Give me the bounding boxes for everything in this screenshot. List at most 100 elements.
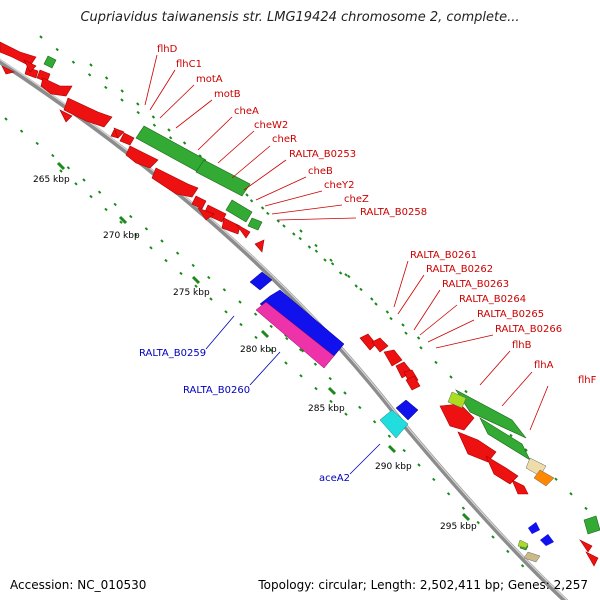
tick-dot [402,448,406,453]
tick-dot [113,202,117,207]
tick-dot [104,85,108,90]
tick-dot [4,117,8,121]
gene-RALTA_B0266 [405,375,421,391]
gene-orange [533,469,555,487]
tick-dot [401,323,405,327]
gene-red-small-d [197,207,215,221]
label-RALTA_B0266: RALTA_B0266 [495,324,562,335]
tick-dot [269,348,273,352]
reverse-genes[interactable] [249,271,554,546]
scale-label-290: 290 kbp [375,462,412,472]
gene-lime-small [517,539,529,549]
tick-dot [404,331,408,335]
tick-dot [358,405,362,410]
red-gene-labels[interactable]: flhD flhC1 motA motB cheA cheW2 cheR RAL… [157,44,597,386]
gene-green-block-2 [195,159,251,197]
tick-dot [314,243,318,248]
tick-dot [82,178,86,182]
label-RALTA_B0253: RALTA_B0253 [289,149,356,160]
tick-dot [520,564,525,568]
misc-genes[interactable] [447,391,555,563]
gene-flhD-arrowhead [1,65,15,75]
tick-dot [417,463,421,467]
label-RALTA_B0264: RALTA_B0264 [459,294,526,305]
tick-dot [491,535,495,539]
tick-dot [298,236,302,241]
tick-dot [119,220,123,224]
label-RALTA_B0263: RALTA_B0263 [442,279,509,290]
tick-dot [239,322,243,327]
label-flhA: flhA [534,360,554,371]
gene-flhA [457,431,497,463]
tick-dot [299,374,303,378]
tick-dot [209,297,213,301]
tick-dot [149,246,153,250]
tick-dot [35,141,39,146]
tick-dot [74,182,78,186]
tick-dot [207,275,211,280]
gene-green-tail [583,515,600,535]
tick-dot [329,258,333,262]
gene-RALTA_B0259-arrow [249,271,273,291]
scale-label-275: 275 kbp [173,288,210,298]
label-RALTA_B0262: RALTA_B0262 [426,264,493,275]
gene-RALTA_B0259 [259,289,345,357]
red-leader-lines [144,54,549,431]
gene-RALTA_B0253 [125,145,159,169]
gene-blue-small-a [395,399,419,421]
tick-dot [524,448,528,452]
gene-RALTA_B0263 [383,349,403,367]
gene-cheR [119,132,135,146]
tick-dot [330,262,335,266]
label-cheR: cheR [272,134,297,145]
gene-blue-small-c [540,534,554,546]
gene-cheY2 [191,195,207,210]
tick-dot [416,336,421,340]
gene-flhC1 [24,66,39,79]
tick-dot [134,233,138,237]
scale-labels: 265 kbp 270 kbp 275 kbp 280 kbp 285 kbp … [33,175,477,532]
tick-dot [389,316,393,321]
map-title: Cupriavidus taiwanensis str. LMG19424 ch… [80,10,520,25]
tick-dot [307,245,312,249]
tick-dot [385,310,390,314]
red-genes[interactable] [0,41,599,567]
tick-row-inner-2 [59,169,348,416]
tick-dot [276,219,280,223]
tick-dot [71,60,76,64]
label-motB: motB [214,89,241,100]
label-RALTA_B0259: RALTA_B0259 [139,348,206,359]
tick-dot [191,263,195,268]
tick-dot [136,102,140,106]
scale-label-270: 270 kbp [103,231,140,241]
tick-dot [104,207,108,212]
tick-dot [260,206,265,210]
label-RALTA_B0260: RALTA_B0260 [183,385,250,396]
tick-dot [449,375,453,379]
tick-dot [120,89,124,93]
tick-dot [282,224,286,228]
tick-dot [194,284,198,288]
tick-dot [298,348,303,352]
tick-dot [347,274,351,279]
green-genes[interactable] [43,55,600,551]
gene-RALTA_B0262 [371,337,389,353]
blue-gene-labels[interactable]: RALTA_B0259 RALTA_B0260 aceA2 [139,348,350,484]
tick-dot [55,47,59,52]
tick-dot [284,361,288,365]
gene-green-block-3 [225,199,253,223]
accession-text: Accession: NC_010530 [10,578,147,592]
tick-dot [120,98,124,102]
label-cheW2: cheW2 [254,120,288,131]
tick-dot [66,166,71,170]
label-cheY2: cheY2 [324,180,354,191]
tick-dot [569,492,573,496]
tick-dot [238,300,242,304]
topology-text: Topology: circular; Length: 2,502,411 bp… [258,578,588,592]
tick-dot [328,376,332,381]
tick-dot [313,362,318,366]
tick-dot [584,506,588,511]
chromosome-backbone-highlight [0,58,568,600]
